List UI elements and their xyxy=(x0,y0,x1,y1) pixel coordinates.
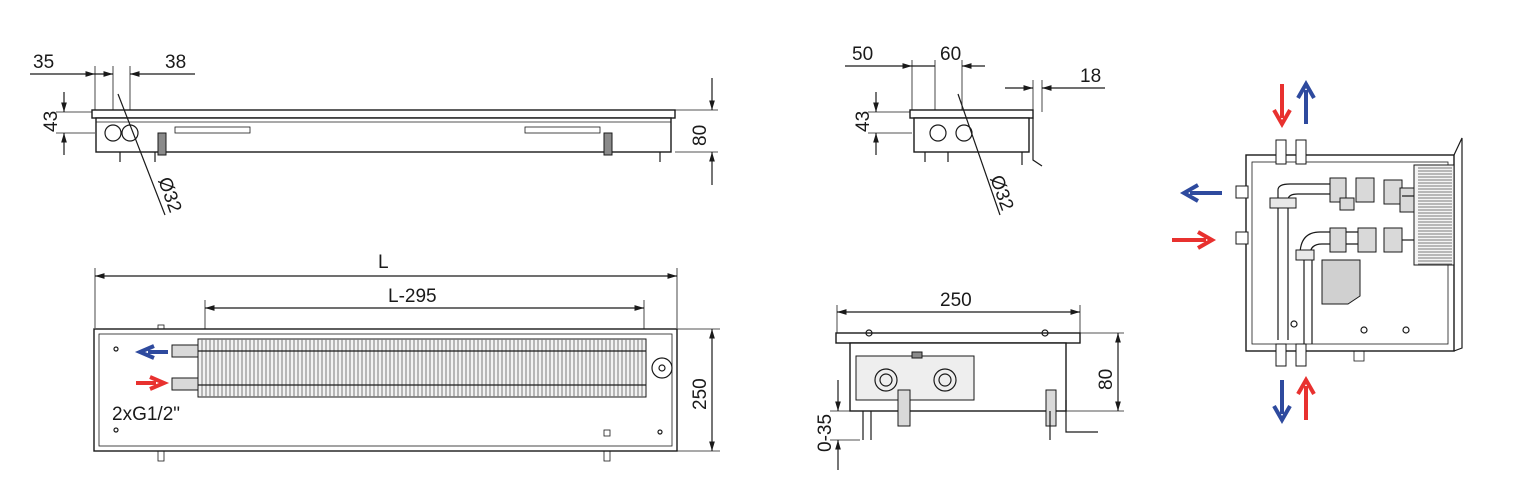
dim-50-label: 50 xyxy=(852,44,873,65)
dim-dia32-end-label: Ø32 xyxy=(985,173,1017,214)
valve-detail-view xyxy=(1172,79,1463,425)
dim-L-label: L xyxy=(378,252,389,273)
dim-L295-label: L-295 xyxy=(388,286,437,307)
dim-43-label: 43 xyxy=(41,111,62,132)
dim-18-label: 18 xyxy=(1080,66,1101,87)
top-view: L L-295 2xG1/2" xyxy=(93,252,720,462)
dim-adjust-label: 0-35 xyxy=(815,414,836,452)
dim-dia32-left-label: Ø32 xyxy=(153,175,185,216)
dim-60-label: 60 xyxy=(940,44,961,65)
supply-arrow-icon xyxy=(136,375,170,391)
dim-38-label: 38 xyxy=(165,52,186,73)
dim-35-label: 35 xyxy=(33,52,54,73)
end-section-large-view: 250 80 0-35 xyxy=(815,290,1124,470)
dim-80-side-label: 80 xyxy=(690,125,711,146)
dim-80-end-label: 80 xyxy=(1096,369,1117,390)
connection-label: 2xG1/2" xyxy=(112,404,180,425)
flow-arrows xyxy=(1172,79,1316,425)
side-profile-view: 35 38 43 Ø32 80 xyxy=(30,52,718,215)
dim-250-end-label: 250 xyxy=(940,290,972,311)
dim-43-end-label: 43 xyxy=(853,111,874,132)
return-arrow-icon xyxy=(134,344,168,360)
end-section-view: 50 60 18 43 Ø32 xyxy=(845,44,1105,216)
dim-250-top-label: 250 xyxy=(690,378,711,410)
